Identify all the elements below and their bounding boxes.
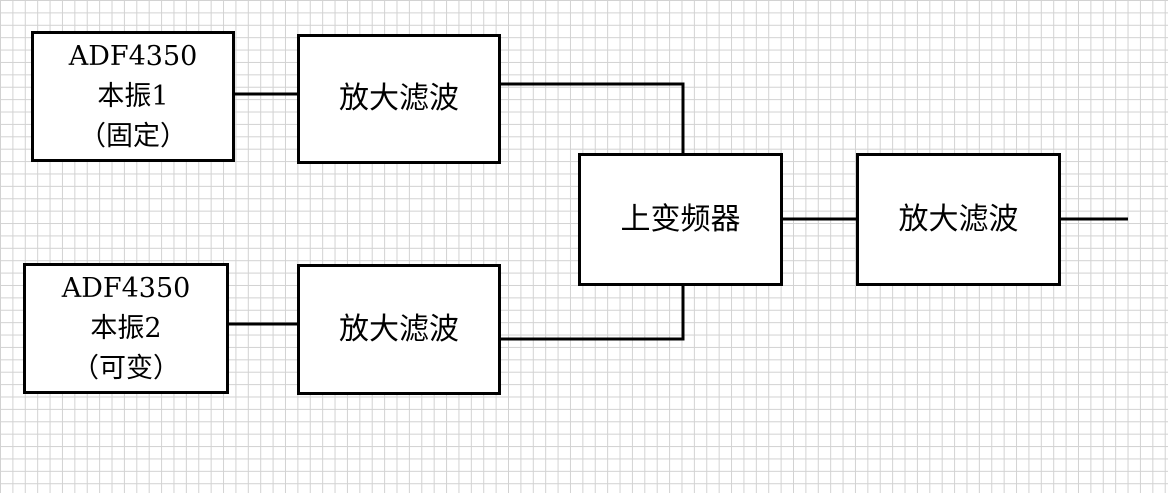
amp-filter-out-label: 放大滤波	[898, 201, 1019, 237]
wire-amp1-to-mixer	[500, 82, 685, 154]
lo1-block: ADF4350 本振1 （固定）	[31, 31, 235, 162]
lo2-chip-label: ADF4350	[61, 272, 191, 304]
lo2-mode: （可变）	[72, 352, 180, 384]
amp-filter-2-label: 放大滤波	[339, 311, 459, 347]
lo2-block: ADF4350 本振2 （可变）	[23, 263, 229, 394]
lo2-name: 本振2	[90, 312, 162, 344]
upconverter-block: 上变频器	[578, 153, 783, 286]
lo1-name: 本振1	[97, 80, 169, 112]
amp-filter-1-label: 放大滤波	[339, 81, 459, 116]
amp-filter-2-block: 放大滤波	[297, 264, 501, 395]
wire-amp2-to-mixer	[500, 285, 685, 341]
lo1-mode: （固定）	[79, 120, 187, 152]
amp-filter-out-block: 放大滤波	[856, 153, 1061, 286]
upconverter-label: 上变频器	[620, 201, 741, 237]
lo1-chip-label: ADF4350	[68, 40, 198, 72]
amp-filter-1-block: 放大滤波	[297, 34, 501, 164]
